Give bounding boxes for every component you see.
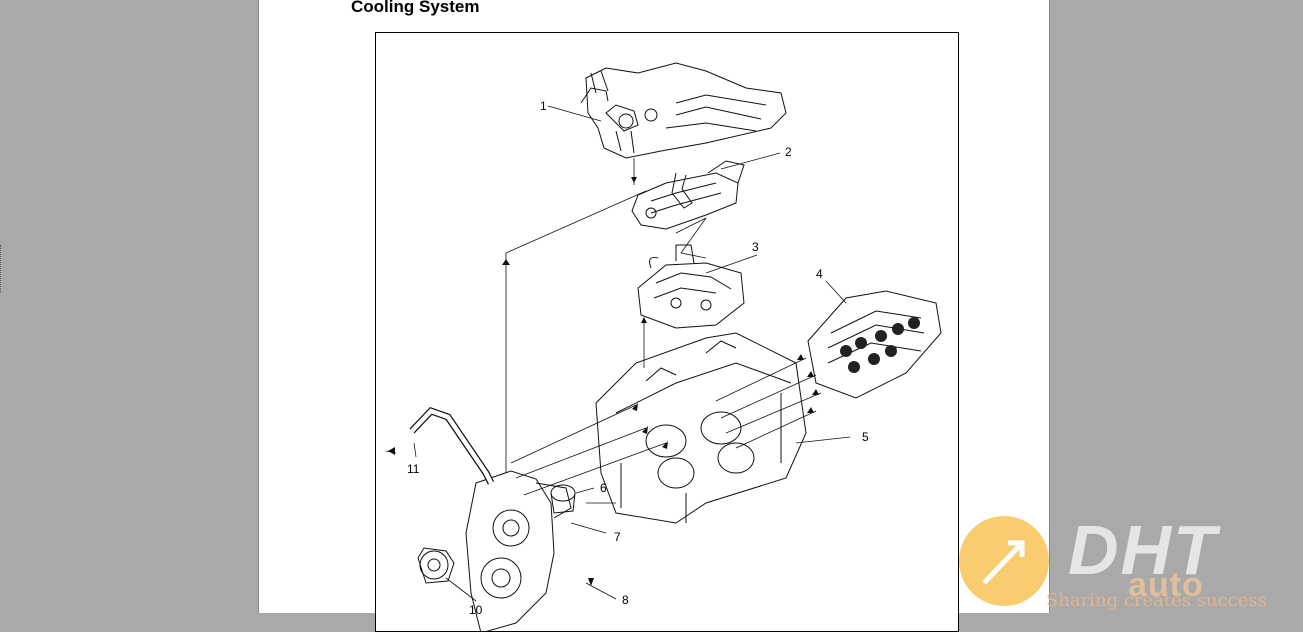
- part-3-cooler-module: [637, 244, 745, 329]
- part-4-cylinder-head: [807, 290, 942, 399]
- brand-logo-icon: [959, 516, 1049, 606]
- callout-10: 10: [469, 603, 483, 617]
- watermark-slogan: Sharing creates success: [1046, 590, 1267, 611]
- document-page[interactable]: Cooling System: [258, 0, 1050, 632]
- part-11-hose: [409, 406, 495, 485]
- part-6-thermostat: [550, 484, 576, 514]
- front-cover-assembly: [465, 470, 572, 631]
- part-1-intake-manifold: [580, 62, 787, 159]
- cooling-system-diagram: 1 2 3 4 5 6 7 8 10 11: [375, 32, 959, 632]
- part-5-engine-block: [595, 332, 807, 524]
- callout-8: 8: [622, 593, 629, 607]
- callout-2: 2: [785, 145, 792, 159]
- section-title: Cooling System: [351, 0, 480, 16]
- watermark-auto: auto: [1128, 566, 1204, 604]
- callout-1: 1: [540, 99, 547, 113]
- leader-lines: [385, 105, 851, 602]
- callout-7: 7: [614, 530, 621, 544]
- callout-6: 6: [600, 481, 607, 495]
- callout-5: 5: [862, 430, 869, 444]
- watermark-brand: DHT: [1068, 511, 1218, 589]
- callout-4: 4: [816, 267, 823, 281]
- dht-auto-watermark: DHT auto Sharing creates success: [950, 510, 1303, 613]
- part-2-coolant-crossover: [631, 160, 745, 230]
- page-edge-marker: [0, 245, 3, 293]
- part-10-water-pump: [417, 547, 455, 584]
- engine-exploded-view: [385, 62, 942, 631]
- callout-11: 11: [407, 462, 420, 476]
- callout-3: 3: [752, 240, 759, 254]
- arrow-heads: [388, 177, 819, 586]
